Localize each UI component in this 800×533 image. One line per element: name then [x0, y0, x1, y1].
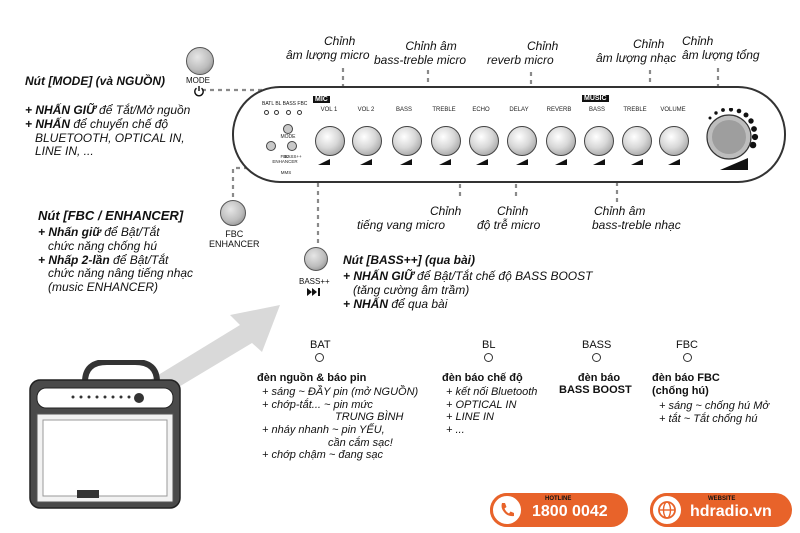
callout-music-volume: Chỉnh âm lượng nhạc	[596, 37, 677, 65]
indicator-bat-led	[315, 353, 324, 362]
fbc-desc: + Nhấn giữ để Bật/Tắt chức năng chống hú…	[38, 225, 194, 295]
level-wedge	[555, 159, 567, 165]
pointer-arrow	[150, 305, 280, 397]
panel-led-bat	[264, 110, 269, 115]
music-bass-knob[interactable]	[584, 126, 614, 156]
mic-vol2-knob[interactable]	[352, 126, 382, 156]
level-wedge	[400, 159, 412, 165]
knob-label-mic-treble: TREBLE	[432, 107, 456, 113]
hotline-number: 1800 0042	[532, 503, 608, 520]
bass-desc: + NHẤN GIỮ để Bật/Tắt chế độ BASS BOOST …	[343, 269, 593, 311]
hotline-label: HOTLINE	[545, 496, 572, 502]
indicator-bl-led	[484, 353, 493, 362]
callout-mic-volume: Chỉnh âm lượng micro	[286, 34, 370, 62]
callout-delay-mic: Chỉnh độ trễ micro	[477, 204, 541, 232]
fbc-title: Nút [FBC / ENHANCER]	[38, 208, 184, 223]
panel-mms-label: MMS	[280, 170, 292, 175]
panel-led-fbc	[297, 110, 302, 115]
indicator-bat-items: + sáng ~ ĐẦY pin (mở NGUỒN) + chớp-tắt..…	[262, 386, 419, 462]
knob-label-reverb: REVERB	[546, 107, 572, 113]
indicator-fbc-title: đèn báo FBC	[652, 372, 720, 384]
bass-button-label: BASS++	[299, 277, 330, 286]
level-wedge	[476, 159, 488, 165]
delay-knob[interactable]	[507, 126, 537, 156]
mode-desc: + NHẤN GIỮ để Tắt/Mở nguồn + NHẤN để chu…	[25, 103, 191, 159]
fbc-button-label: FBC ENHANCER	[209, 229, 260, 250]
level-wedge	[631, 159, 643, 165]
music-tag: MUSIC	[582, 95, 609, 102]
level-wedge	[593, 159, 605, 165]
fbc-button[interactable]	[220, 200, 246, 226]
reverb-knob[interactable]	[546, 126, 576, 156]
website-url: hdradio.vn	[690, 503, 772, 520]
bass-button[interactable]	[304, 247, 328, 271]
indicator-bl-code: BL	[482, 339, 496, 351]
indicator-bl-title: đèn báo chế độ	[442, 372, 523, 384]
panel-bass-label: BASS++	[284, 154, 302, 159]
panel-fbc-button[interactable]	[266, 141, 276, 151]
knob-label-delay: DELAY	[509, 107, 529, 113]
level-wedge	[516, 159, 528, 165]
panel-mode-button[interactable]	[283, 124, 293, 134]
mic-treble-knob[interactable]	[431, 126, 461, 156]
callout-echo-mic: Chỉnh tiếng vang micro	[357, 204, 462, 232]
knob-label-vol1: VOL 1	[320, 107, 338, 113]
panel-led-labels: BATL BL BASS FBC	[262, 101, 308, 107]
panel-mode-label: MODE	[280, 134, 296, 140]
indicator-bass-led	[592, 353, 601, 362]
panel-led-bass	[286, 110, 291, 115]
knob-label-mic-bass: BASS	[395, 107, 412, 113]
mic-vol1-knob[interactable]	[315, 126, 345, 156]
level-wedge	[360, 159, 372, 165]
indicator-fbc-code: FBC	[676, 339, 698, 351]
music-volume-knob[interactable]	[659, 126, 689, 156]
indicator-fbc-title2: (chống hú)	[652, 385, 709, 397]
indicator-fbc-led	[683, 353, 692, 362]
knob-label-music-volume: VOLUME	[660, 107, 686, 113]
indicator-fbc-items: + sáng ~ chống hú Mở + tắt ~ Tắt chống h…	[659, 400, 769, 425]
phone-icon	[490, 493, 524, 527]
indicator-bat-code: BAT	[310, 339, 331, 351]
globe-icon	[650, 493, 684, 527]
indicator-bass-title2: BASS BOOST	[559, 384, 632, 396]
knob-label-music-bass: BASS	[588, 107, 605, 113]
panel-bass-button[interactable]	[287, 141, 297, 151]
indicator-bass-title: đèn báo	[577, 372, 621, 384]
play-pause-icon	[307, 288, 320, 296]
mic-tag: MIC	[313, 96, 330, 103]
callout-bass-treble-music: Chỉnh âm bass-treble nhạc	[592, 204, 681, 232]
mode-button[interactable]	[186, 47, 214, 75]
level-wedge	[318, 159, 330, 165]
speaker-illustration	[29, 360, 181, 509]
callout-bass-treble-mic: Chỉnh âm bass-treble micro	[374, 39, 467, 67]
mode-button-label: MODE	[186, 76, 210, 85]
level-wedge	[668, 159, 680, 165]
music-treble-knob[interactable]	[622, 126, 652, 156]
website-label: WEBSITE	[708, 496, 736, 502]
bass-title: Nút [BASS++] (qua bài)	[343, 253, 476, 267]
knob-label-music-treble: TREBLE	[623, 107, 647, 113]
panel-fbc-label: FBC ENHANCER	[272, 154, 298, 164]
indicator-bass-code: BASS	[582, 339, 612, 351]
power-icon	[194, 86, 204, 97]
level-wedge	[439, 159, 451, 165]
mode-title: Nút [MODE] (và NGUỒN)	[25, 74, 165, 88]
callout-master-volume: Chỉnh âm lượng tổng	[682, 34, 760, 62]
callout-reverb-mic: Chỉnh reverb micro	[487, 39, 559, 67]
master-volume-knob[interactable]	[700, 108, 760, 174]
mic-bass-knob[interactable]	[392, 126, 422, 156]
indicator-bat-title: đèn nguồn & báo pin	[257, 372, 367, 384]
knob-label-echo: ECHO	[472, 107, 490, 113]
indicator-bl-items: + kết nối Bluetooth + OPTICAL IN + LINE …	[446, 386, 538, 436]
echo-knob[interactable]	[469, 126, 499, 156]
knob-label-vol2: VOL 2	[357, 107, 375, 113]
panel-led-bl	[274, 110, 279, 115]
